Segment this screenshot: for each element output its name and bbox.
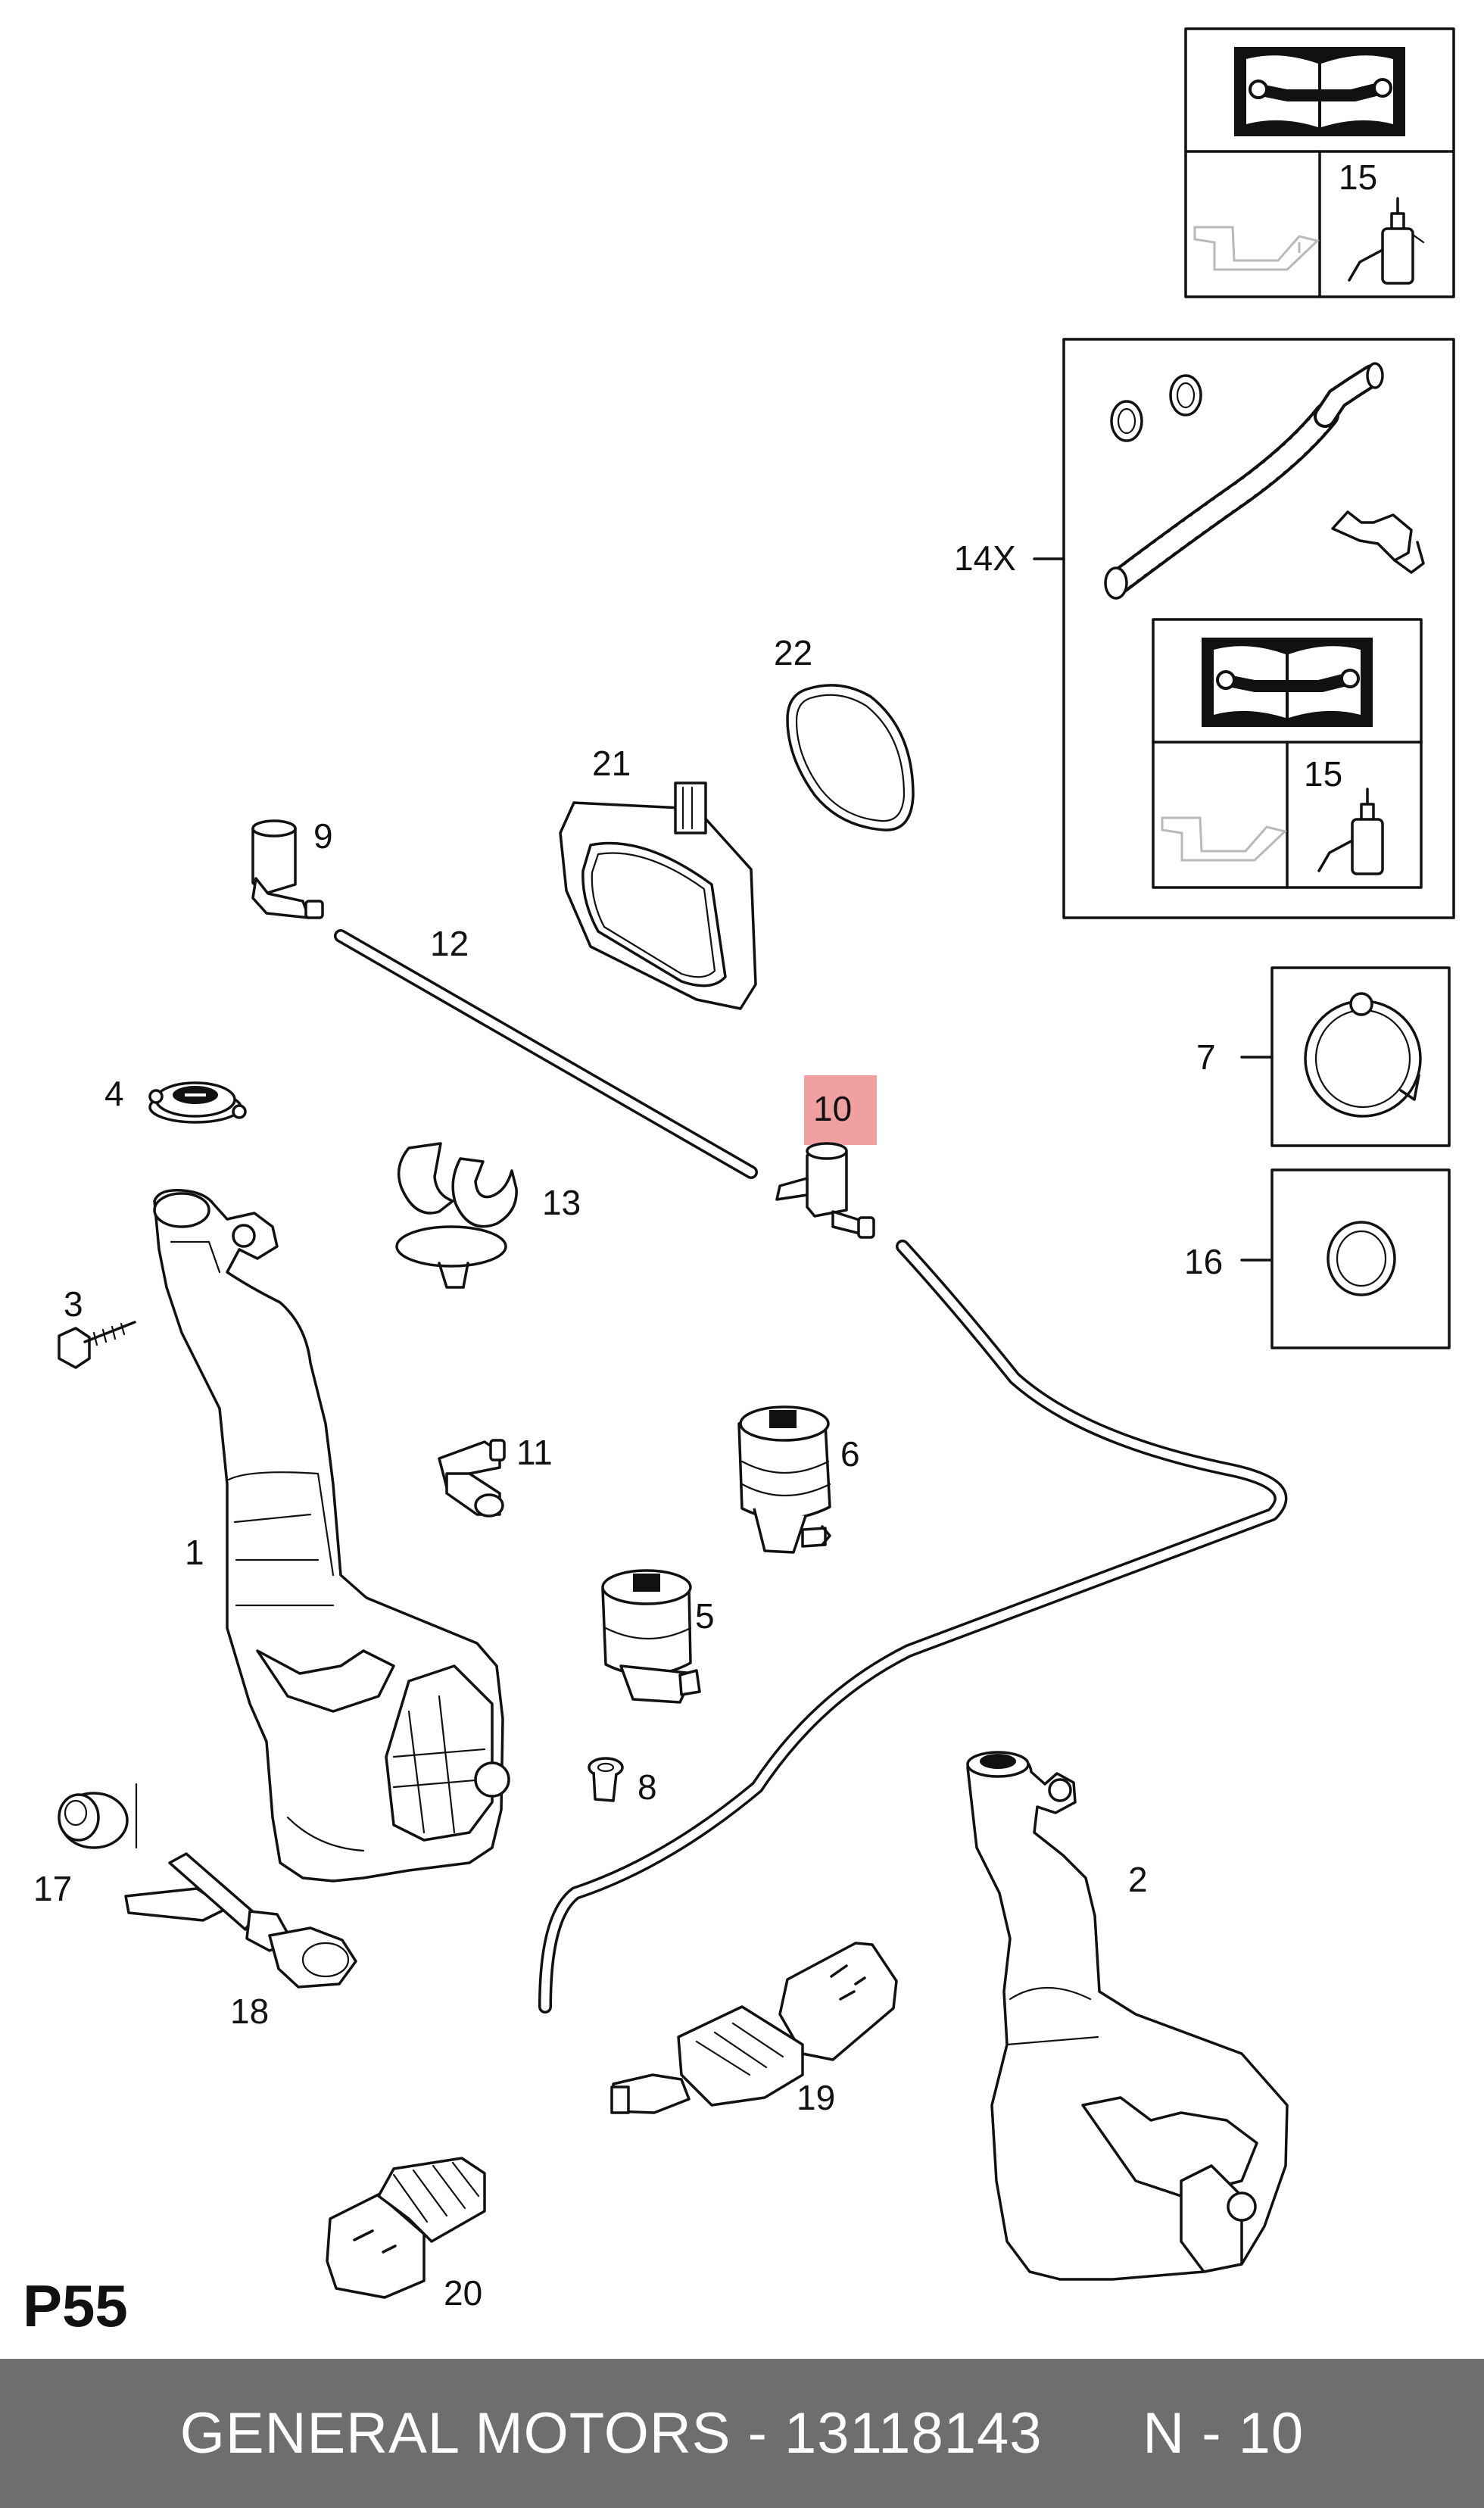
page-code: P55 (23, 2272, 128, 2339)
part-18-drain: 18 (124, 1852, 357, 2031)
part-11-elbow: 11 (438, 1433, 553, 1518)
footer-text: GENERAL MOTORS - 13118143 N - 10 (179, 2401, 1305, 2466)
callout-2: 2 (1128, 1860, 1148, 1899)
repair-manual-icon (1234, 47, 1405, 136)
part-17-plug: 17 (33, 1783, 138, 1908)
callout-18: 18 (230, 1992, 269, 2031)
part-4-cap: 4 (104, 1074, 247, 1124)
callout-12: 12 (430, 924, 469, 963)
part-1-reservoir: 1 (153, 1189, 510, 1883)
hose-clip-icon (1331, 510, 1425, 574)
hose-clamp-icon (1304, 992, 1422, 1118)
callout-15: 15 (1304, 754, 1342, 794)
part-20-switch: 20 (326, 2157, 486, 2313)
part-21-sensor: 21 (559, 744, 757, 1010)
callout-9: 9 (313, 816, 333, 856)
seal-ring-icon (1327, 1221, 1396, 1296)
kit-box-14x: 14X (954, 338, 1455, 919)
callout-5: 5 (695, 1596, 715, 1636)
part-13-holder: 13 (395, 1142, 581, 1289)
callout-10: 10 (813, 1089, 852, 1128)
part-19-switch: 19 (610, 1942, 898, 2117)
callout-6: 6 (840, 1434, 860, 1474)
callout-22: 22 (774, 633, 812, 672)
callout-17: 17 (33, 1869, 72, 1908)
service-kit-box: 15 (1184, 27, 1455, 298)
footer-bar: GENERAL MOTORS - 13118143 N - 10 (0, 2359, 1484, 2508)
repair-manual-icon (1202, 638, 1373, 727)
part-6-pump: 6 (737, 1405, 860, 1554)
box-7-hose-clamp: 7 (1196, 966, 1451, 1147)
parts-diagram: 15 14X (23, 27, 1455, 2339)
callout-11: 11 (516, 1433, 553, 1472)
part-3-screw: 3 (58, 1284, 136, 1369)
box-16-seal-ring: 16 (1184, 1168, 1451, 1349)
sealant-tube-icon (1317, 788, 1384, 875)
part-10-connector: 10 (775, 1075, 877, 1239)
long-washer-hose (538, 1240, 1288, 2014)
oil-can-icon (1193, 226, 1320, 271)
seal-ring-icon (1110, 374, 1202, 442)
callout-15: 15 (1339, 158, 1377, 197)
part-12-hose: 12 (334, 924, 758, 1179)
oil-can-icon (1161, 816, 1288, 862)
callout-1: 1 (185, 1533, 204, 1572)
callout-16: 16 (1184, 1242, 1223, 1281)
callout-7: 7 (1196, 1037, 1216, 1077)
callout-20: 20 (444, 2273, 482, 2313)
part-5-pump: 5 (601, 1569, 715, 1704)
callout-4: 4 (104, 1074, 124, 1113)
part-2-reservoir: 2 (966, 1751, 1289, 2281)
callout-3: 3 (64, 1284, 83, 1324)
callout-8: 8 (638, 1767, 657, 1807)
callout-19: 19 (797, 2078, 835, 2117)
callout-13: 13 (542, 1183, 581, 1222)
sealant-tube-icon (1348, 197, 1425, 285)
callout-21: 21 (592, 744, 631, 783)
highlight-box (804, 1075, 877, 1145)
part-8-grommet: 8 (588, 1757, 657, 1807)
part-9-nozzle: 9 (251, 816, 333, 919)
corrugated-hose-icon (1104, 362, 1384, 600)
callout-14x: 14X (954, 538, 1016, 578)
part-22-gasket: 22 (774, 633, 915, 831)
